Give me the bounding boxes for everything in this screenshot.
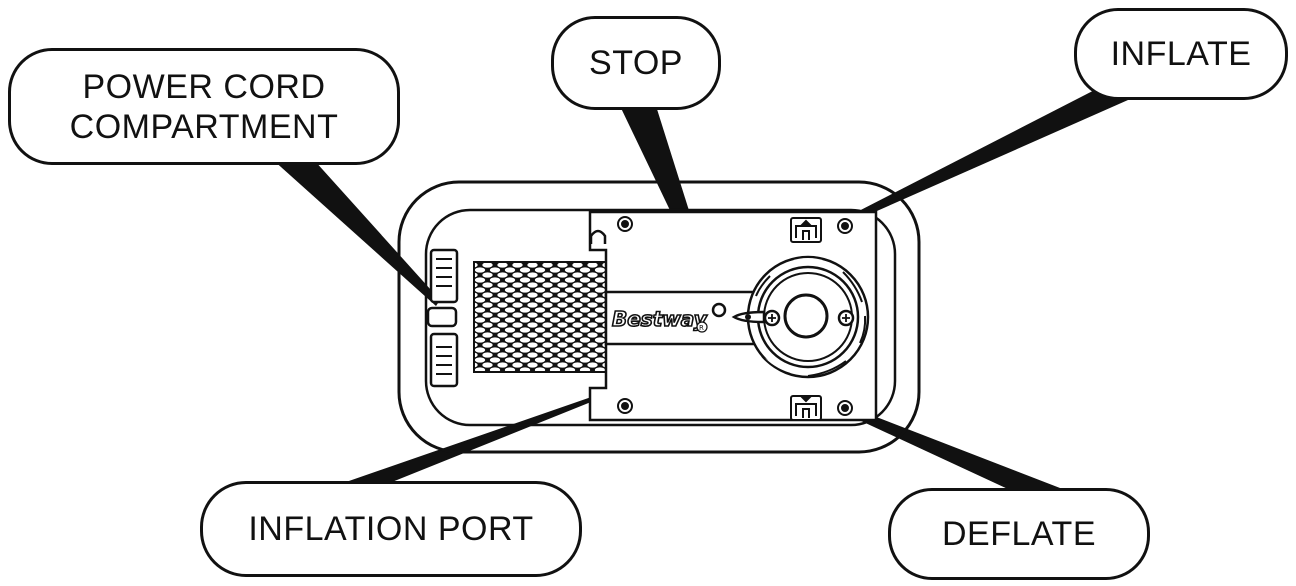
- callout-inflate: INFLATE: [1074, 8, 1288, 100]
- deflate-icon: [790, 395, 822, 421]
- screw-top-right: [837, 218, 853, 234]
- rotary-dial[interactable]: [731, 255, 870, 379]
- callout-power-cord-compartment: POWER CORD COMPARTMENT: [8, 48, 400, 165]
- leader-power-cord: [262, 150, 440, 306]
- callout-stop: STOP: [551, 16, 721, 110]
- pump-housing: [397, 180, 921, 454]
- screw-bottom-left: [617, 398, 633, 414]
- stop-indicator: [711, 302, 727, 318]
- callout-power-cord-line1: POWER CORD: [82, 67, 326, 106]
- callout-stop-label: STOP: [589, 44, 683, 82]
- registered-mark: R: [699, 324, 704, 332]
- logo-band: [604, 290, 758, 346]
- callout-deflate: DEFLATE: [888, 488, 1150, 580]
- dial-screw-right: [837, 309, 855, 327]
- callout-deflate-label: DEFLATE: [941, 515, 1096, 553]
- leader-inflate: [849, 78, 1128, 222]
- cord-ridges: [436, 258, 452, 375]
- cord-compartment: [426, 248, 459, 388]
- cord-notch: [426, 306, 458, 328]
- dial-ridges: [755, 256, 867, 377]
- leader-deflate: [846, 406, 1060, 490]
- callout-inflation-port-label: INFLATION PORT: [248, 510, 534, 548]
- inflation-port-opening: [783, 293, 829, 339]
- screws: [617, 216, 853, 416]
- brand-logo: Bestway R: [611, 306, 708, 333]
- screw-bottom-right: [837, 400, 853, 416]
- dial-screw-left: [763, 309, 781, 327]
- callout-inflation-port: INFLATION PORT: [200, 481, 582, 577]
- plate-hook-top: [589, 229, 607, 244]
- housing-inner: [424, 208, 897, 427]
- callout-power-cord-line2: COMPARTMENT: [69, 107, 339, 146]
- inflate-icon: [790, 217, 822, 243]
- callout-inflate-label: INFLATE: [1110, 35, 1252, 73]
- screw-top-left: [617, 216, 633, 232]
- cord-slot-lower: [429, 332, 459, 388]
- housing-outer: [397, 180, 921, 454]
- brand-logo-text: Bestway: [612, 307, 708, 331]
